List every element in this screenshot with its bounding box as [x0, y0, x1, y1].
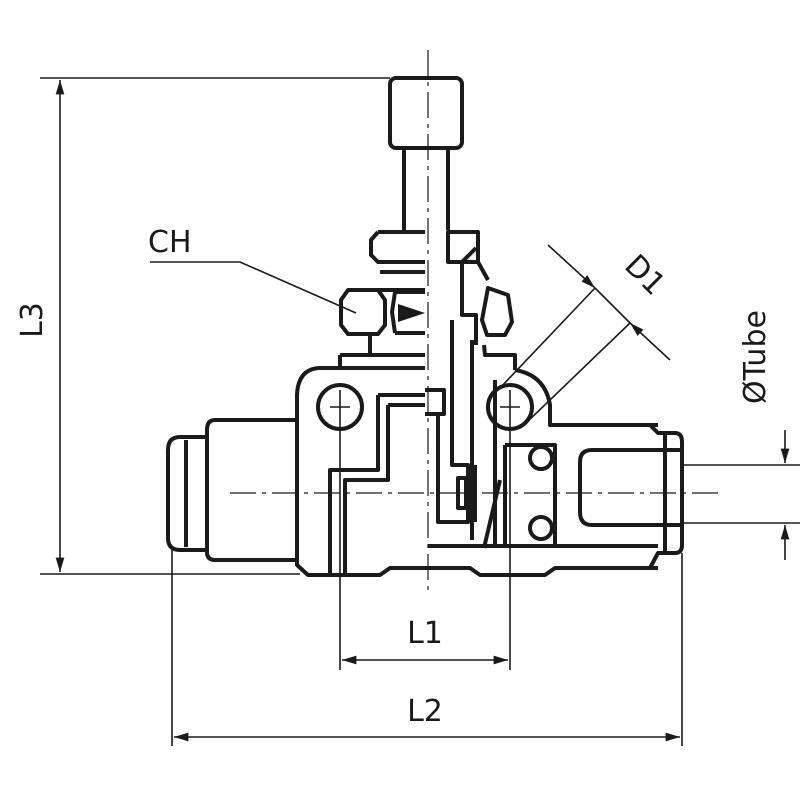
leader-ch: [150, 261, 357, 314]
hex-nut: [339, 246, 517, 370]
dimension-d1: [499, 244, 671, 425]
label-ch: CH: [148, 225, 192, 260]
dimension-l2: [171, 550, 683, 746]
valve-body: [295, 320, 658, 577]
label-tube: ØTube: [738, 310, 773, 404]
dimension-tube: [682, 430, 800, 560]
dimension-l3: [40, 77, 390, 575]
label-l2: L2: [407, 694, 443, 729]
adjusting-knob: [369, 76, 480, 292]
label-l1: L1: [407, 616, 443, 651]
label-d1: D1: [617, 248, 672, 303]
right-push-fitting: [558, 423, 684, 569]
label-l3: L3: [15, 302, 50, 338]
left-push-fitting: [166, 418, 297, 562]
dimension-l1: [339, 575, 511, 670]
